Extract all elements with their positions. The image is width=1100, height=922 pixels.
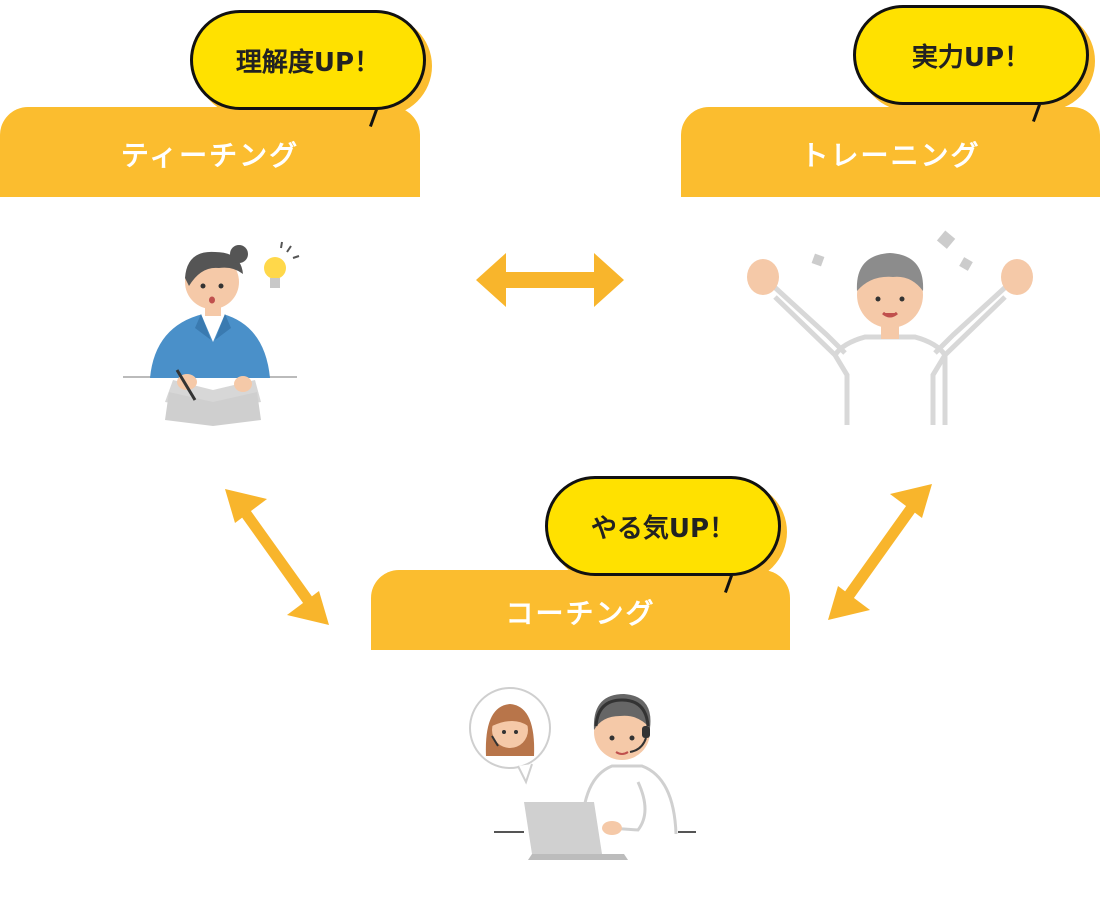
training-label: トレーニング [800,139,981,172]
arrow-teaching-coaching [225,489,329,625]
coaching-label: コーチング [505,597,656,630]
training-bubble-text: 実力UP！ [911,42,1031,73]
teaching-label: ティーチング [120,139,300,172]
coaching-bubble-text: やる気UP！ [590,513,736,544]
teaching-speech-bubble: 理解度UP！ [190,10,435,127]
teaching-bubble-text: 理解度UP！ [235,47,381,78]
coaching-tab: コーチング [371,570,790,650]
coaching-speech-bubble: やる気UP！ [545,476,790,593]
training-tab: トレーニング [681,107,1100,197]
arrow-training-coaching [828,484,932,620]
coaching-illustration [469,687,696,860]
teaching-illustration [123,241,300,426]
training-illustration [747,230,1033,425]
training-speech-bubble: 実力UP！ [853,5,1098,122]
teaching-tab: ティーチング [0,107,420,197]
arrow-teaching-training [476,253,624,307]
